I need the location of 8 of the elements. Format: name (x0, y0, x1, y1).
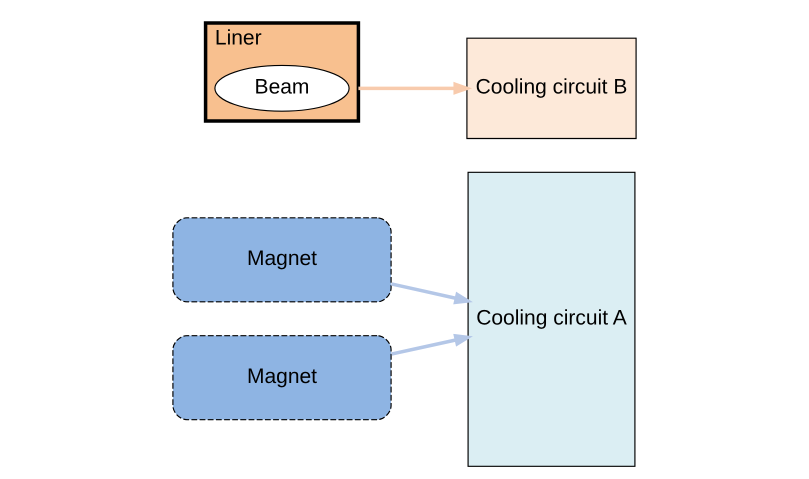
node-box: Magnet (172, 216, 392, 302)
node-box: Cooling circuit B (466, 37, 637, 139)
node-box: Magnet (172, 334, 392, 420)
node-box: Cooling circuit A (468, 171, 636, 466)
arrow (358, 81, 472, 94)
arrow (391, 282, 473, 304)
node-ellipse: Beam (214, 64, 350, 112)
arrow (391, 333, 473, 356)
